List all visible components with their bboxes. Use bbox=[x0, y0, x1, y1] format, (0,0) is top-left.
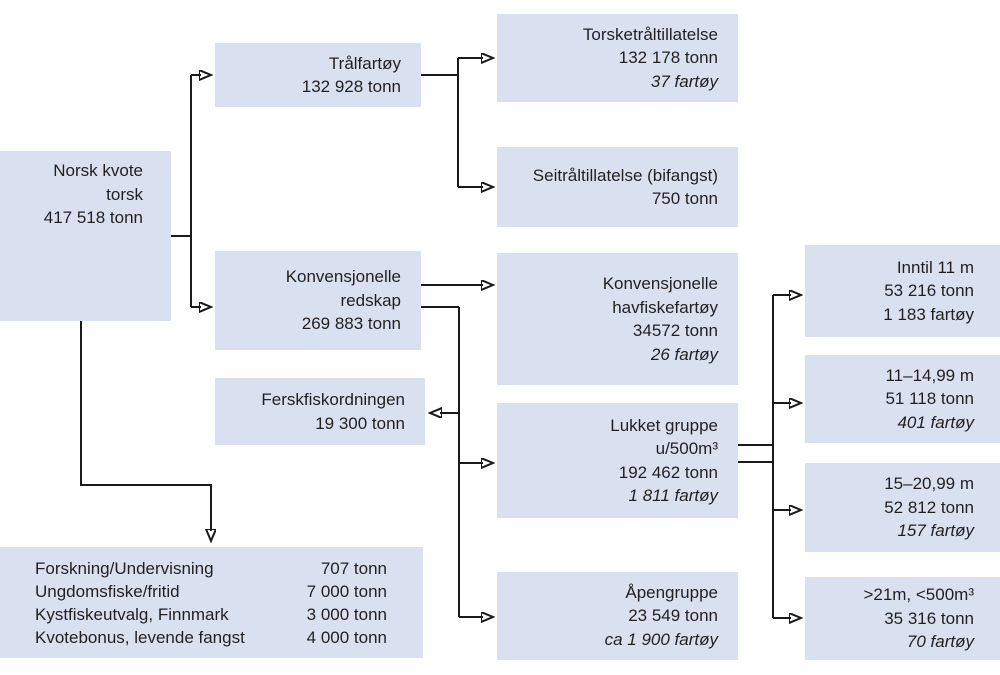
allocation-value: 4 000 tonn bbox=[306, 627, 387, 647]
node-11-1499m-line: 11–14,99 m bbox=[885, 365, 974, 385]
edge-arrow-allocations bbox=[80, 320, 211, 531]
node-konvensjonelle-havfiskefartoy-line: 26 fartøy bbox=[650, 344, 718, 364]
node-lukket-gruppe: Lukket gruppe u/500m³ 192 462 tonn 1 811… bbox=[497, 403, 738, 518]
node-15-2099m-line: 15–20,99 m bbox=[884, 474, 974, 494]
node-apengruppe: Åpengruppe 23 549 tonn ca 1 900 fartøy bbox=[497, 572, 738, 660]
node-konvensjonelle-redskap-line: 269 883 tonn bbox=[301, 314, 401, 334]
allocation-value: 3 000 tonn bbox=[306, 604, 387, 624]
node-lukket-gruppe-line: u/500m³ bbox=[655, 439, 718, 458]
node-konvensjonelle-redskap: Konvensjonelle redskap 269 883 tonn bbox=[215, 251, 421, 350]
node-11-1499m-line: 51 118 tonn bbox=[885, 389, 974, 409]
node-norsk-kvote: Norsk kvote torsk 417 518 tonn bbox=[0, 151, 171, 321]
node-ferskfiskordningen: Ferskfiskordningen 19 300 tonn bbox=[215, 378, 425, 445]
node-tralfartoy-line: 132 928 tonn bbox=[301, 77, 401, 96]
allocation-label: Forskning/Undervisning bbox=[35, 558, 214, 578]
node-15-2099m-line: 157 fartøy bbox=[897, 521, 974, 541]
node-konvensjonelle-havfiskefartoy-line: havfiskefartøy bbox=[612, 297, 718, 317]
node-torsketraltillatelse-line: 37 fartøy bbox=[650, 71, 718, 91]
node-konvensjonelle-redskap-line: redskap bbox=[340, 290, 401, 310]
node-inntil-11m-line: 53 216 tonn bbox=[884, 281, 974, 301]
node-konvensjonelle-havfiskefartoy-line: Konvensjonelle bbox=[602, 274, 718, 293]
node-torsketraltillatelse: Torsketråltillatelse 132 178 tonn 37 far… bbox=[497, 14, 738, 102]
node-over-21m: >21m, <500m³ 35 316 tonn 70 fartøy bbox=[805, 577, 1000, 660]
node-over-21m-line: >21m, <500m³ bbox=[863, 585, 974, 605]
node-inntil-11m-line: 1 183 fartøy bbox=[883, 304, 974, 324]
allocation-row: Ungdomsfiske/fritid 7 000 tonn bbox=[35, 580, 387, 603]
allocation-label: Kvotebonus, levende fangst bbox=[35, 627, 245, 647]
node-ferskfiskordningen-line: 19 300 tonn bbox=[315, 413, 405, 433]
allocation-label: Kystfiskeutvalg, Finnmark bbox=[35, 604, 229, 624]
node-15-2099m-line: 52 812 tonn bbox=[884, 497, 974, 517]
node-konvensjonelle-havfiskefartoy: Konvensjonelle havfiskefartøy 34572 tonn… bbox=[497, 253, 738, 385]
node-other-allocations: Forskning/Undervisning 707 tonn Ungdomsf… bbox=[0, 547, 423, 658]
node-tralfartoy-line: Trålfartøy bbox=[328, 53, 401, 73]
allocation-label: Ungdomsfiske/fritid bbox=[35, 581, 180, 601]
node-11-1499m: 11–14,99 m 51 118 tonn 401 fartøy bbox=[805, 355, 1000, 443]
node-norsk-kvote-line: torsk bbox=[106, 184, 143, 204]
node-inntil-11m-line: Inntil 11 m bbox=[896, 257, 974, 277]
node-inntil-11m: Inntil 11 m 53 216 tonn 1 183 fartøy bbox=[805, 245, 1000, 337]
node-konvensjonelle-redskap-line: Konvensjonelle bbox=[285, 267, 401, 287]
node-ferskfiskordningen-line: Ferskfiskordningen bbox=[261, 390, 405, 409]
node-torsketraltillatelse-line: 132 178 tonn bbox=[618, 48, 718, 68]
node-apengruppe-line: ca 1 900 fartøy bbox=[604, 629, 718, 649]
node-over-21m-line: 35 316 tonn bbox=[884, 608, 974, 628]
node-seitraltillatelse: Seitråltillatelse (bifangst) 750 tonn bbox=[497, 147, 738, 227]
node-konvensjonelle-havfiskefartoy-line: 34572 tonn bbox=[632, 321, 718, 340]
node-seitraltillatelse-line: Seitråltillatelse (bifangst) bbox=[532, 165, 718, 185]
node-lukket-gruppe-line: 1 811 fartøy bbox=[628, 486, 718, 505]
allocation-value: 7 000 tonn bbox=[306, 581, 387, 601]
node-norsk-kvote-line: Norsk kvote bbox=[53, 161, 143, 180]
node-lukket-gruppe-line: 192 462 tonn bbox=[618, 462, 718, 482]
node-seitraltillatelse-line: 750 tonn bbox=[651, 189, 718, 208]
node-tralfartoy: Trålfartøy 132 928 tonn bbox=[215, 43, 421, 107]
node-norsk-kvote-line: 417 518 tonn bbox=[43, 208, 143, 227]
node-11-1499m-line: 401 fartøy bbox=[897, 412, 974, 432]
node-lukket-gruppe-line: Lukket gruppe bbox=[610, 415, 718, 435]
allocation-value: 707 tonn bbox=[320, 558, 387, 578]
node-torsketraltillatelse-line: Torsketråltillatelse bbox=[582, 24, 718, 44]
node-apengruppe-line: 23 549 tonn bbox=[628, 606, 718, 626]
allocation-row: Kystfiskeutvalg, Finnmark 3 000 tonn bbox=[35, 603, 387, 626]
allocation-row: Kvotebonus, levende fangst 4 000 tonn bbox=[35, 626, 387, 649]
node-15-2099m: 15–20,99 m 52 812 tonn 157 fartøy bbox=[805, 463, 1000, 552]
node-apengruppe-line: Åpengruppe bbox=[625, 582, 718, 602]
allocation-row: Forskning/Undervisning 707 tonn bbox=[35, 557, 387, 580]
node-over-21m-line: 70 fartøy bbox=[906, 632, 974, 652]
